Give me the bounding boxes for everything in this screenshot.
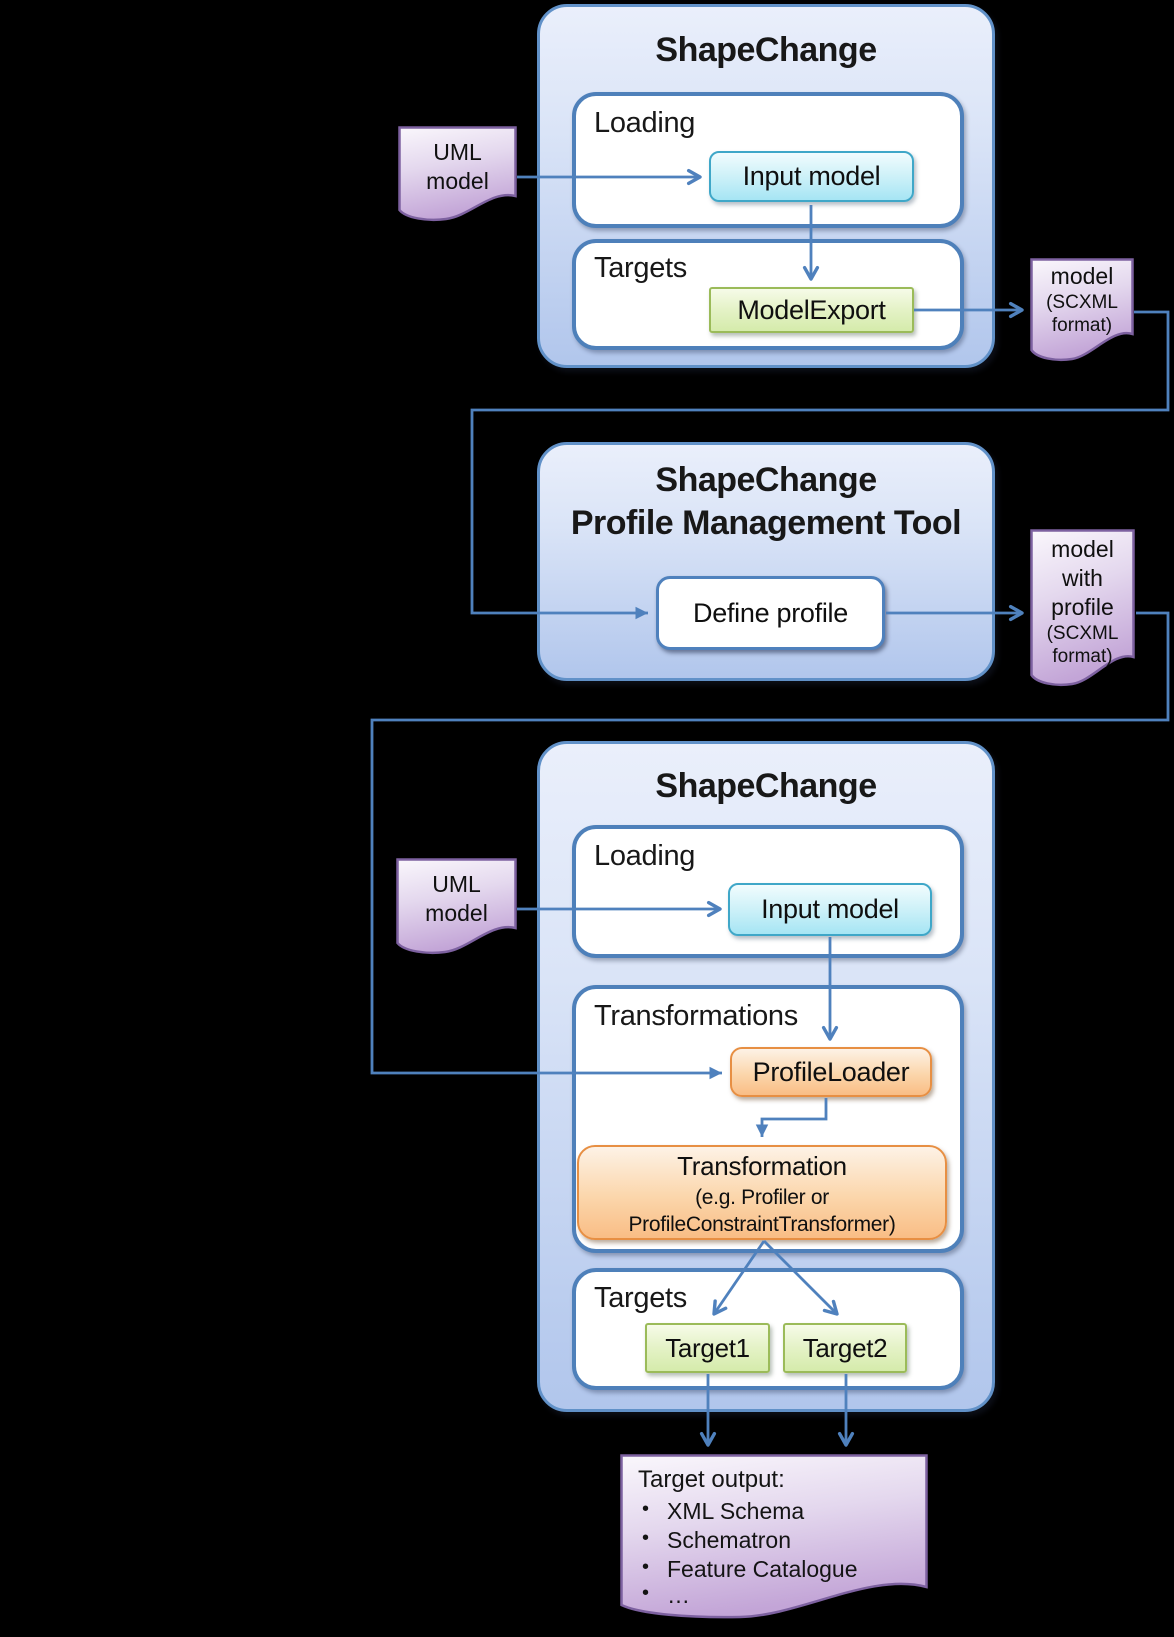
top-targets-label: Targets <box>594 252 687 284</box>
mwp-line2: with <box>1062 565 1103 591</box>
transformation-node: Transformation (e.g. Profiler or Profile… <box>577 1145 947 1240</box>
target-output-title: Target output: <box>638 1466 785 1493</box>
profile-loader-node: ProfileLoader <box>730 1047 932 1097</box>
bullet-icon: • <box>642 1527 650 1549</box>
model-export-node: ModelExport <box>709 287 914 333</box>
transformation-line2: (e.g. Profiler or <box>695 1185 829 1209</box>
bottom-shapechange-title: ShapeChange <box>655 767 877 805</box>
profile-tool-title-line1: ShapeChange <box>655 461 877 499</box>
transformations-label: Transformations <box>594 1000 798 1032</box>
target2-node: Target2 <box>783 1323 907 1373</box>
uml-doc-bottom-line2: model <box>425 900 488 926</box>
mwp-line3: profile <box>1051 594 1114 620</box>
transformation-line3: ProfileConstraintTransformer) <box>628 1212 896 1236</box>
top-shapechange-title: ShapeChange <box>655 31 877 69</box>
target-output-bullet-2: • Schematron <box>642 1527 792 1553</box>
model-scxml-document: model (SCXML format) <box>1030 258 1134 362</box>
model-scxml-line2: (SCXML <box>1046 292 1118 313</box>
bottom-targets-label: Targets <box>594 1282 687 1314</box>
bottom-input-model-node: Input model <box>728 883 932 936</box>
top-loading-label: Loading <box>594 107 696 139</box>
profile-tool-title-line2: Profile Management Tool <box>570 504 962 542</box>
uml-doc-bottom-line1: UML <box>432 871 481 897</box>
target-output-bullet-4: • … <box>642 1582 690 1608</box>
mwp-line5: format) <box>1052 646 1113 667</box>
bullet-icon: • <box>642 1556 650 1578</box>
model-scxml-line1: model <box>1050 263 1114 289</box>
uml-model-document-bottom: UML model <box>396 858 517 955</box>
top-input-model-node: Input model <box>709 151 914 202</box>
uml-doc-top-line2: model <box>426 168 489 194</box>
uml-doc-top-line1: UML <box>433 139 482 165</box>
target-output-document: Target output: • XML Schema • Schematron… <box>620 1454 928 1620</box>
model-scxml-line3: format) <box>1051 315 1113 336</box>
mwp-line1: model <box>1051 536 1114 562</box>
target-output-bullet-1: • XML Schema <box>642 1498 805 1524</box>
bottom-loading-label: Loading <box>594 840 696 872</box>
transformation-line1: Transformation <box>677 1150 847 1181</box>
uml-model-document-top: UML model <box>398 126 517 222</box>
target1-node: Target1 <box>645 1323 770 1373</box>
model-with-profile-document: model with profile (SCXML format) <box>1030 529 1135 687</box>
bullet-icon: • <box>642 1498 650 1520</box>
mwp-line4: (SCXML <box>1046 623 1119 644</box>
target-output-bullet-3: • Feature Catalogue <box>642 1556 858 1582</box>
bullet-icon: • <box>642 1582 650 1604</box>
define-profile-node: Define profile <box>656 576 885 650</box>
